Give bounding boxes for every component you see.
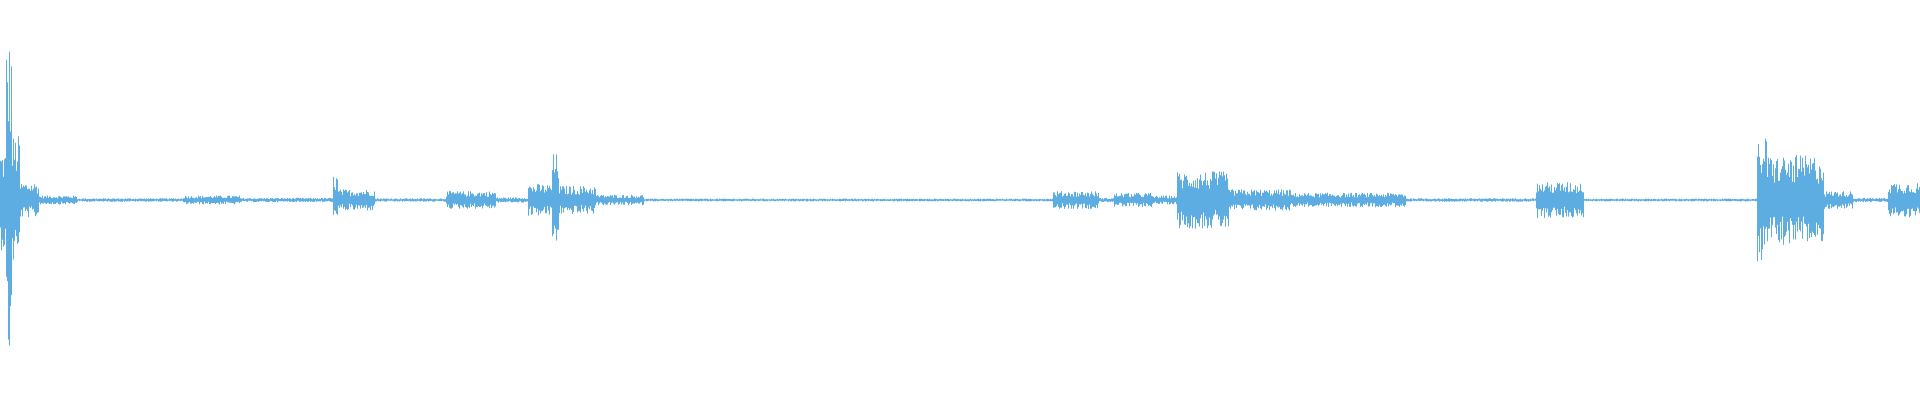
- waveform-trace: [0, 51, 1920, 346]
